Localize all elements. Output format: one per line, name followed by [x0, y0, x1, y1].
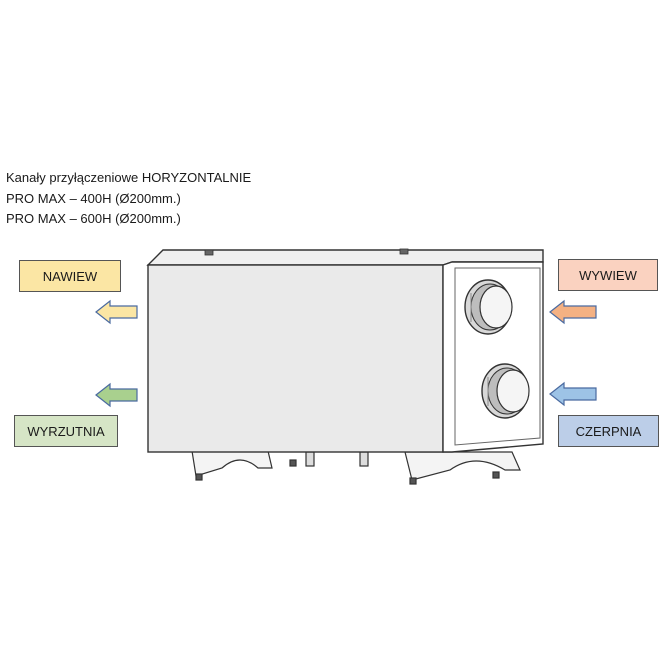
wywiew-label-box: WYWIEW [558, 259, 658, 291]
wyrzutnia-label: WYRZUTNIA [27, 423, 105, 439]
caption: Kanały przyłączeniowe HORYZONTALNIE PRO … [6, 168, 251, 230]
unit-stands [191, 450, 521, 485]
wyrzutnia-label-box: WYRZUTNIA [14, 415, 118, 447]
nawiew-label-box: NAWIEW [19, 260, 121, 292]
upper-duct-connector [464, 279, 513, 335]
czerpnia-label: CZERPNIA [575, 423, 642, 439]
wywiew-arrow [549, 299, 597, 325]
wywiew-label: WYWIEW [579, 267, 637, 283]
czerpnia-arrow [549, 381, 597, 407]
nawiew-label: NAWIEW [42, 268, 98, 284]
czerpnia-label-box: CZERPNIA [558, 415, 659, 447]
lower-duct-connector [481, 363, 530, 419]
caption-line-3: PRO MAX – 600H (Ø200mm.) [6, 211, 181, 226]
caption-line-1: Kanały przyłączeniowe HORYZONTALNIE [6, 170, 252, 185]
caption-line-2: PRO MAX – 400H (Ø200mm.) [6, 190, 181, 206]
wyrzutnia-arrow [95, 382, 138, 408]
unit-body-front [147, 264, 444, 453]
nawiew-arrow [95, 299, 138, 325]
